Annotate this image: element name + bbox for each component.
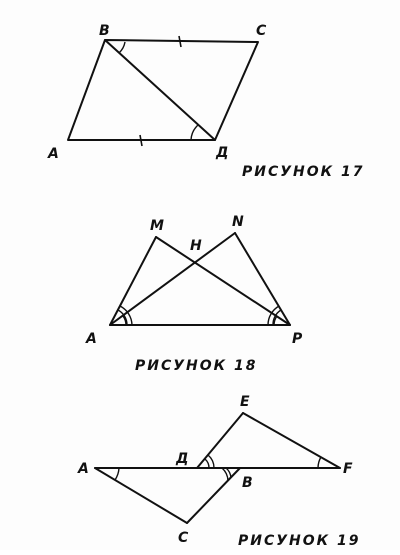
angle-mark-a-outer-2 [117,309,128,326]
angle-mark-p-outer-2 [272,309,282,326]
figure-19: E Д F A B C РИСУНОК 19 [77,394,360,549]
label-c: C [178,530,189,546]
segment-ac [94,467,188,524]
label-p: P [292,331,303,347]
angle-mark-p-inner [273,315,278,326]
label-e: E [240,394,250,410]
angle-mark-b-1 [225,467,232,479]
angle-mark-a [114,467,120,481]
tick-mark-bc [178,35,182,48]
label-f: F [343,461,353,477]
angle-mark-f [317,456,322,469]
figure-17: B C A Д РИСУНОК 17 [47,23,364,180]
segment-mp [155,236,291,326]
parallelogram-abcd [67,39,259,141]
caption-figure-19: РИСУНОК 19 [238,533,360,549]
segment-de [196,412,244,469]
angle-mark-d-1 [204,458,210,469]
diagonal-bd [104,39,216,141]
angle-mark-p-outer-1 [267,305,280,326]
label-h: H [190,238,202,254]
angle-mark-b [118,41,126,54]
segment-an [109,232,236,326]
label-a: A [47,146,59,162]
label-a: A [77,461,89,477]
label-n: N [232,214,244,230]
angle-mark-d-2 [207,454,215,469]
label-b: B [242,475,253,491]
caption-figure-18: РИСУНОК 18 [135,358,257,374]
angle-mark-d [190,124,199,141]
segment-am [109,236,157,326]
segment-np [234,232,291,326]
label-a: A [85,331,97,347]
figure-18: M N H A P РИСУНОК 18 [85,214,303,374]
caption-figure-17: РИСУНОК 17 [242,164,364,180]
angle-mark-b-2 [221,467,229,482]
label-b: B [99,23,110,39]
label-d: Д [215,145,228,161]
tick-mark-ad [139,134,143,147]
segment-ef [242,412,341,469]
label-m: M [150,218,164,234]
angle-mark-a-inner [122,315,127,326]
angle-mark-a-outer-1 [119,305,133,326]
label-d: Д [175,451,188,467]
label-c: C [256,23,267,39]
segment-cb [186,467,241,524]
